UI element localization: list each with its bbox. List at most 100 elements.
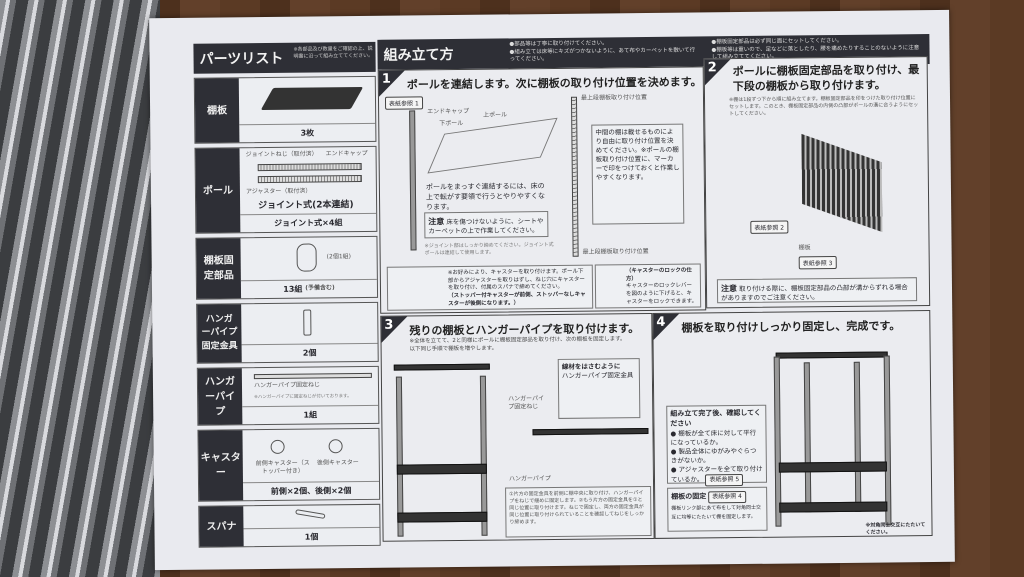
parts-list-note: ※各部品及び数量をご確認の上、説明書に沿って組み立ててください。 [293,45,374,60]
caution-text: 取り付ける際に、棚板固定部品の凸部が溝からずれる場合がありますのでご注意ください… [721,283,908,303]
pole-illustration [803,362,812,513]
shelf-illustration [396,463,487,475]
step-1: 1 ポールを連結します。次に棚板の取り付け位置を決めます。 表紙参照 1 エンド… [377,66,707,314]
part-caption: 2個 [241,342,378,363]
step-text: ※棚は1段ずつ下から順に組み立てます。棚板固定部品を印をつけた取り付け位置にセッ… [728,95,919,118]
ref-badge: 表紙参照 1 [384,96,423,110]
shelf-label: 棚板 [798,244,811,252]
part-shelf-fixture: 棚板固定部品 (2個1組) 13組 (予備含む) [195,235,379,300]
check-title: 組み立て完了後、確認してください [670,408,761,428]
shelf-illustration [532,427,649,436]
caption-sub: (予備含む) [305,284,335,293]
end-cap-label: エンドキャップ [427,107,470,116]
lock-title: （キャスターのロックの仕方） [625,267,692,282]
caster-illustration [270,439,285,454]
shelf-illustration [779,501,888,513]
bracket-illustration [303,309,312,336]
part-label: ハンガーパイプ固定金具 [197,304,242,363]
joint-screw-label: ジョイントねじ（取付済） [245,150,318,159]
caution-box: 注意 床を傷つけないように、シートやカーペットの上で作業してください。 [424,211,549,239]
pole-illustration [883,355,892,526]
step-4: 4 棚板を取り付けしっかり固定し、完成です。 組み立て完了後、確認してください … [652,310,933,539]
check-box: 組み立て完了後、確認してください ● 棚板が全て床に対して平行になっているか。 … [666,404,768,487]
pipe-note-box: ①片方の固定金具を前側に棚中央に取り付け、ハンガーパイプをねじで緩めに固定します… [505,485,652,538]
shelf-illustration [801,133,883,233]
step-title: ポールを連結します。次に棚板の取り付け位置を決めます。 [406,75,702,92]
assembly-title: 組み立て方 [383,47,454,64]
caution-box: 注意 取り付ける際に、棚板固定部品の凸部が溝からずれる場合がありますのでご注意く… [716,277,918,304]
footnote: ※対角同士交互にたたいてください。 [865,522,926,536]
ref-badge: 表紙参照 4 [708,490,747,504]
pipe-label: ハンガーパイプ [508,475,551,483]
inset-box: 線材をはさむようにハンガーパイプ固定金具 [557,358,641,419]
caster-note-box: ※お好みにより、キャスターを取り付けます。ポール下部からアジャスターを取りはずし… [386,264,594,311]
step-title: ポールに棚板固定部品を取り付け、最下段の棚板から取り付けます。 [732,63,920,93]
step-title: 棚板を取り付けしっかり固定し、完成です。 [681,319,901,335]
top-position-label: 最上段棚板取り付け位置 [580,93,648,102]
pipe-note: ※ハンガーパイプに固定ねじが付いております。 [254,394,352,401]
middle-note-box: 中間の棚は載せるものにより自由に取り付け位置を決めてください。※ポールの棚板取り… [591,123,685,225]
spanner-illustration [295,509,326,519]
part-label: 棚板 [194,78,240,143]
pole-illustration [257,174,362,184]
inset-label: ハンガーパイプ固定金具 [561,371,634,380]
assembly-notes: ●部品等は丁寧に取り付けてください。●組み立ては床等にキズがつかないように、あて… [509,39,699,64]
part-caption: 3枚 [239,122,376,143]
lower-pole-label: 下ポール [439,119,464,128]
metal-rack [0,0,160,577]
shelf-illustration [778,461,887,473]
parts-list-header: パーツリスト ※各部品及び数量をご確認の上、説明書に沿って組み立ててください。 [193,41,376,74]
part-label: キャスター [198,430,244,501]
shelf-illustration [393,363,490,371]
step-text: ※全体を立てて、2と同様にポールに棚板固定部品を取り付け、次の棚板を固定します。… [409,336,626,353]
pole-illustration [257,162,362,172]
part-hanger-pipe: ハンガーパイプ ハンガーパイプ固定ねじ ※ハンガーパイプに固定ねじが付いておりま… [196,365,380,426]
part-label: ポール [195,148,241,233]
pipe-illustration [253,372,372,380]
note: ●部品等は丁寧に取り付けてください。 [509,40,608,48]
part-label: 棚板固定部品 [196,238,242,299]
part-caption: 1個 [243,526,380,547]
step-number: 3 [384,317,394,333]
step-number: 2 [707,60,717,76]
part-shelf: 棚板 3枚 [193,75,377,144]
parts-list-title: パーツリスト [199,50,284,68]
screw-label: ハンガーパイプ固定ねじ [508,395,545,411]
caster-illustration [328,439,343,454]
part-hanger-bracket: ハンガーパイプ固定金具 2個 [196,301,379,364]
marked-pole-illustration [570,96,579,257]
shelf-illustration [260,86,364,111]
pipe-screw-label: ハンガーパイプ固定ねじ [253,381,320,390]
fix-text: 棚板リンク部にあて布をして対角同士交互に均等にたたいて棚を固定します。 [671,505,762,522]
shelf-illustration [775,351,888,359]
caster-note: ※お好みにより、キャスターを取り付けます。ポール下部からアジャスターを取りはずし… [447,268,585,292]
caster-note-2: （ストッパー付キャスターが前側、ストッパーなしキャスターが後側になります。） [448,291,586,307]
check-item: 棚板が全て床に対して平行になっているか。 [670,428,757,447]
fixture-sub: (2個1組) [326,253,352,261]
note: ●棚板固定部品は必ず同じ面にセットしてください。 [711,37,843,46]
note: ●組み立ては床等にキズがつかないように、あて布やカーペットを敷いて行ってください… [509,47,696,63]
pole-type: ジョイント式(2本連結) [258,200,354,212]
part-spanner: スパナ 1個 [198,503,381,548]
caption-text: 13組 [283,284,303,294]
part-caption: 1組 [242,404,379,425]
end-cap-label: エンドキャップ [325,149,368,158]
upper-pole-label: 上ポール [483,111,508,119]
step-text: ポールをまっすぐ連結するには、床の上で転がす要領で行うとやりやすくなります。 [425,182,546,212]
inset-title: 線材をはさむように [561,362,621,371]
instruction-sheet: パーツリスト ※各部品及び数量をご確認の上、説明書に沿って組み立ててください。 … [149,9,955,571]
fixture-illustration [296,243,317,272]
step-3: 3 残りの棚板とハンガーパイプを取り付けます。 ※全体を立てて、2と同様にポール… [380,312,655,542]
pole-illustration [853,361,862,512]
front-caster-label: 前側キャスター（ストッパー付き） [255,459,310,476]
joint-note: ※ジョイント部はしっかり締めてください。ジョイント式ポールは連結して使用します。 [424,241,554,257]
bottom-position-label: 最上段棚板取り付け位置 [582,247,649,256]
pipe-note: ①片方の固定金具を前側に棚中央に取り付け、ハンガーパイプをねじで緩めに固定します… [509,490,645,526]
fix-title: 棚板の固定 [671,492,707,501]
check-item: 製品全体にゆがみやぐらつきがないか。 [670,446,757,465]
caution-text: 床を傷つけないように、シートやカーペットの上で作業してください。 [428,217,544,236]
caution-label: 注意 [428,217,445,227]
ref-badge: 表紙参照 5 [705,474,744,487]
part-caption: 13組 (予備含む) [240,278,378,299]
lock-text: キャスターのロックレバーを図のように下げると、キャスターをロックできます。 [625,282,698,305]
